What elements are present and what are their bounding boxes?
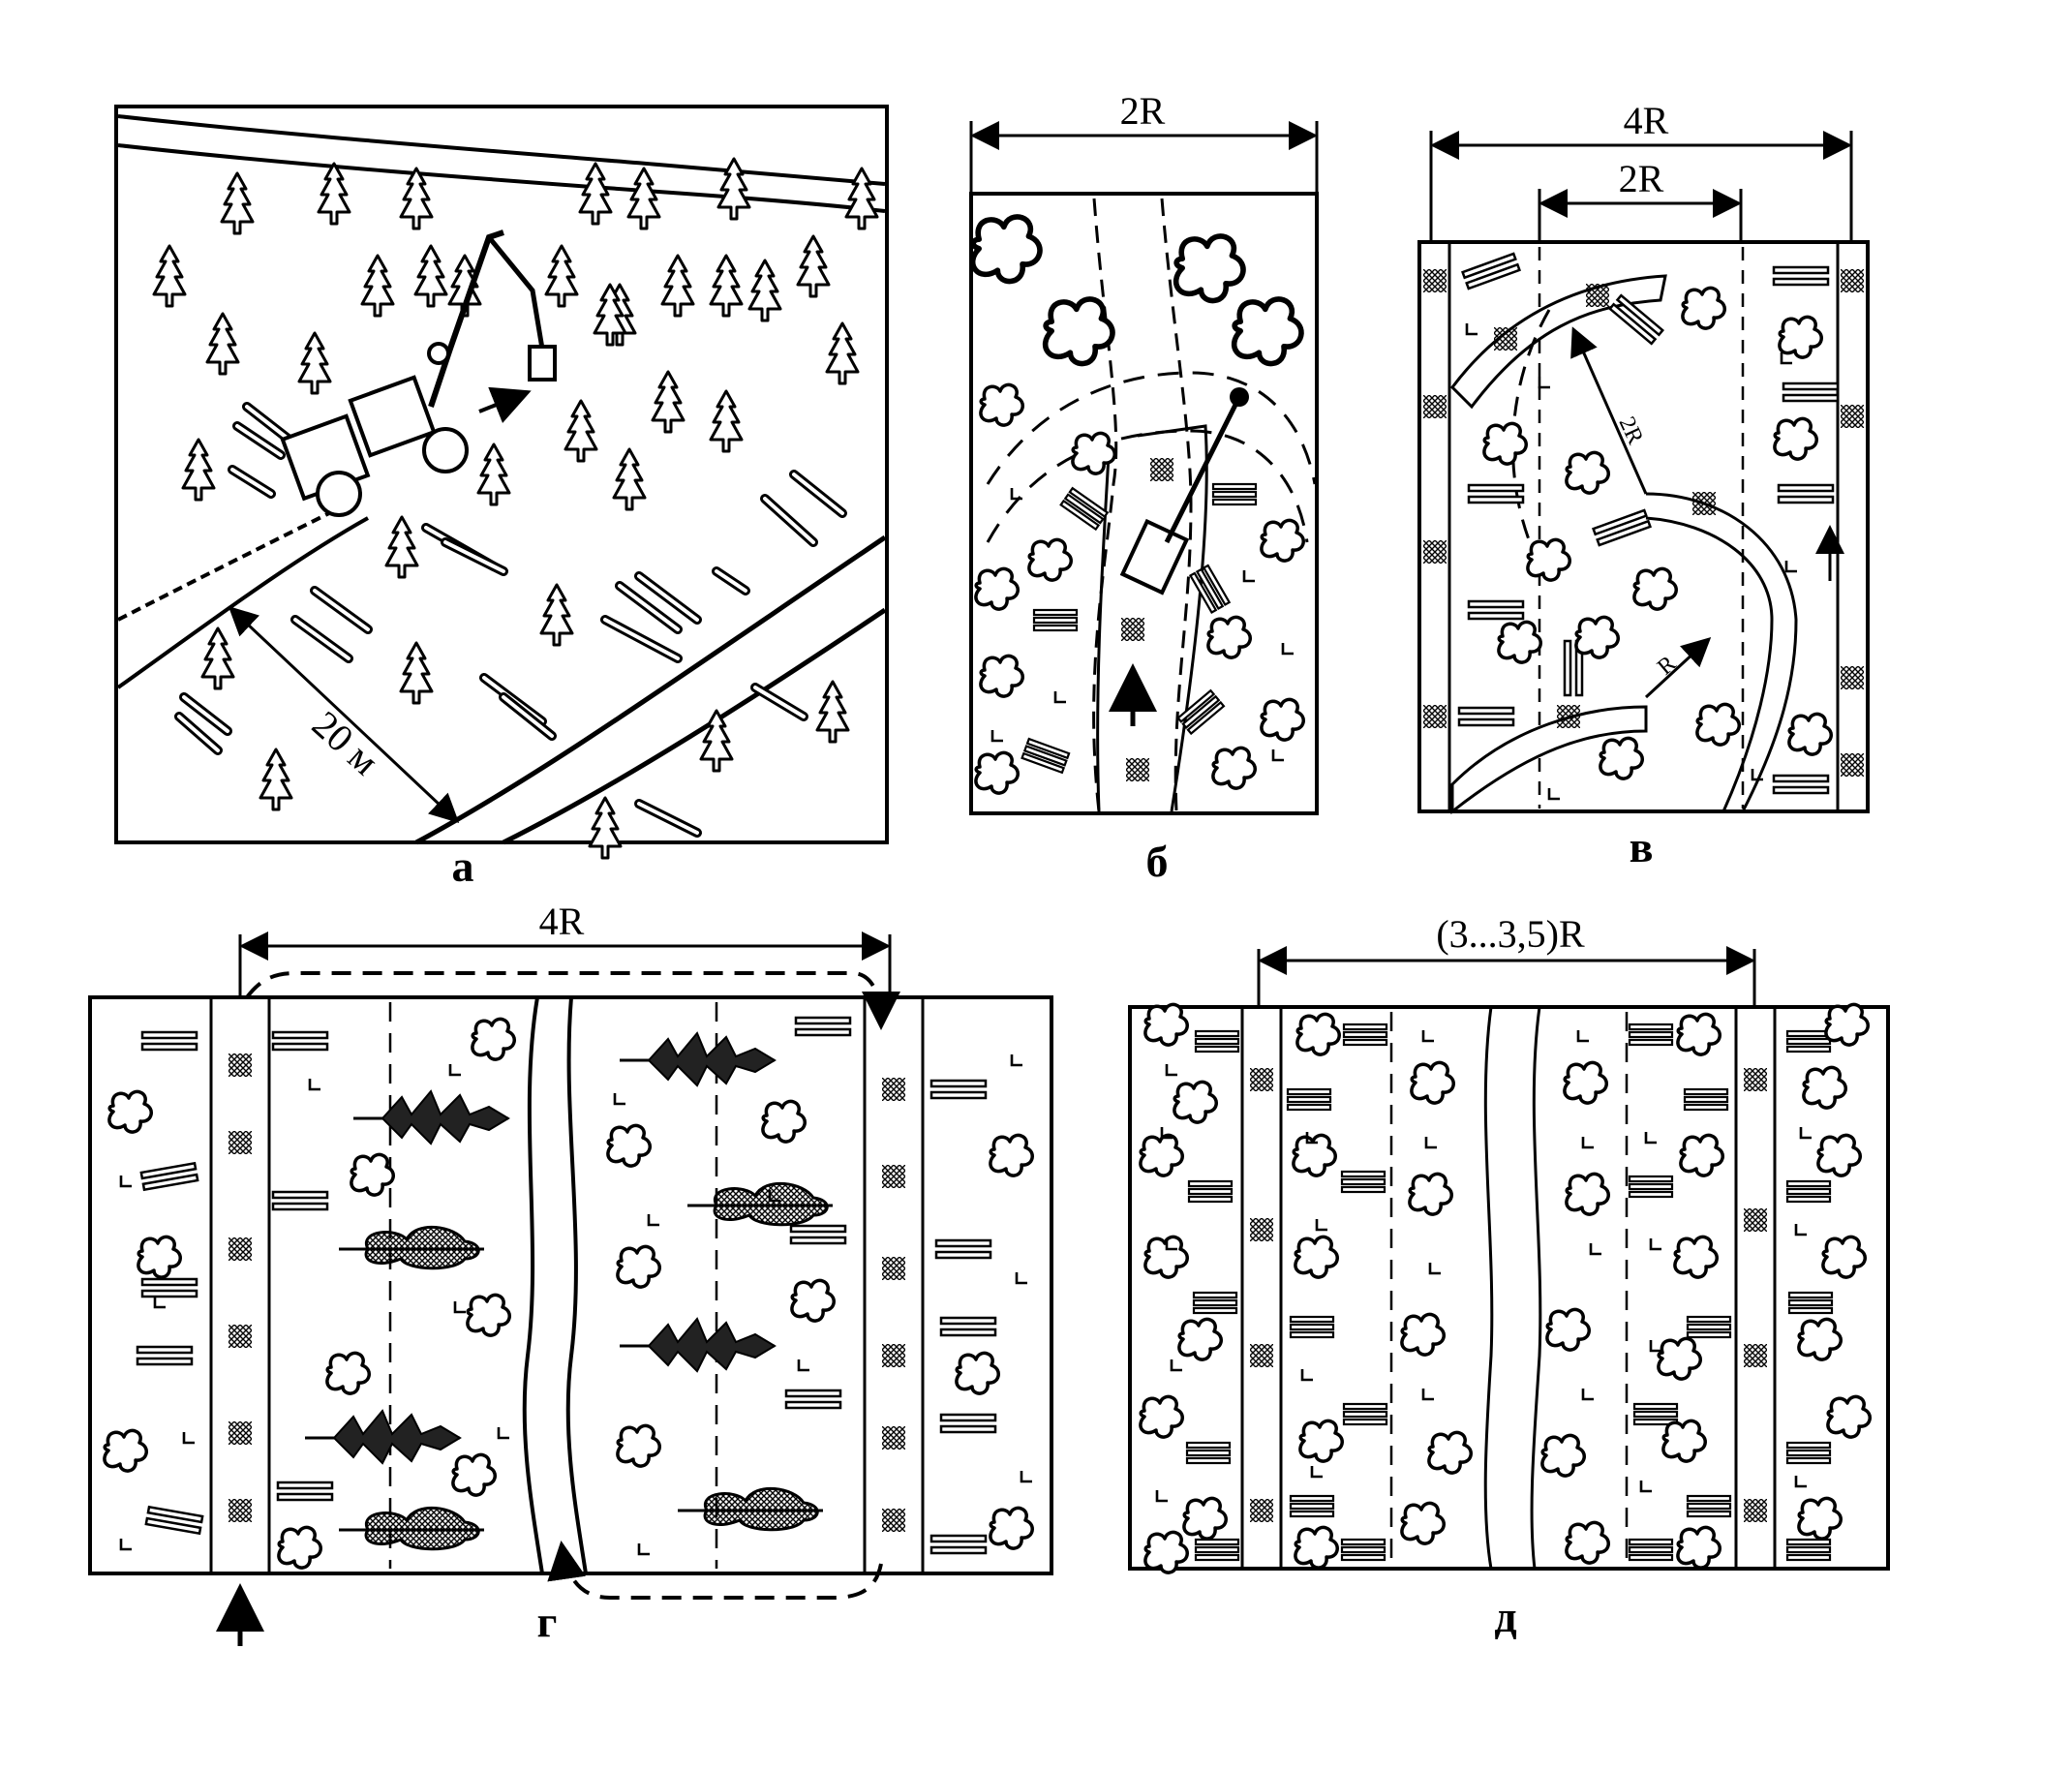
radius-r-line [1644,636,1712,699]
panel-d: (3...3,5)R [1128,912,1890,1641]
panel-d-label: д [1494,1592,1516,1641]
inner-width-label: 2R [1619,157,1664,200]
route-top [245,971,900,1030]
route-bottom [547,1541,883,1600]
working-arc-inner [986,429,1309,543]
width-label-g: 4R [539,900,585,943]
panel-a: 20 м [114,105,889,891]
far-road-edge [117,114,886,186]
panel-v: 4R 2R 2R R [1417,99,1870,871]
log-group-a [174,402,847,838]
trail-edge-right [1160,198,1193,812]
near-road-edge [414,534,887,845]
trail-left-edge [117,502,350,622]
trail-right-edge [116,516,369,689]
panel-b: 2R [969,89,1319,886]
panel-g: 4R [88,900,1053,1646]
panel-b-label: б [1146,837,1169,886]
panel-a-label: а [452,841,474,891]
machine-b [1119,387,1249,595]
panel-v-label: в [1630,822,1654,871]
width-label: 2R [1120,89,1166,133]
panel-d-frame [1128,1005,1890,1571]
radius-2r-line [1570,326,1648,495]
outer-width-label: 4R [1624,99,1669,142]
near-road-edge-2 [502,607,887,845]
width-label-d: (3...3,5)R [1436,912,1585,956]
panel-g-label: г [537,1597,558,1646]
working-arc-outer [986,371,1317,485]
distance-dimension-line [228,605,460,824]
harvester-machine [280,229,557,517]
